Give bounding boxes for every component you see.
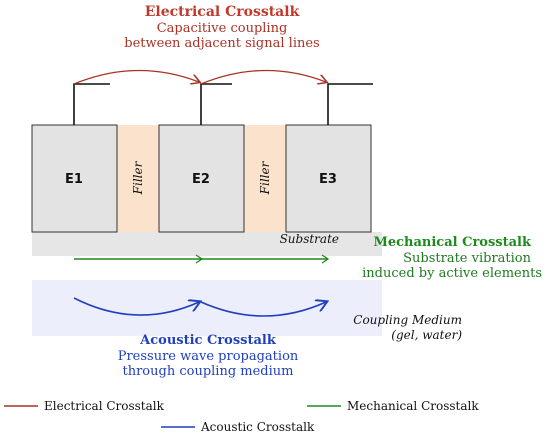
mechanical-arrow-end (321, 254, 330, 264)
acoustic-desc-line2: through coupling medium (123, 364, 294, 379)
filler-1 (117, 125, 159, 232)
filler-label-1: Filler (131, 160, 145, 195)
electrical-desc-line1: Capacitive coupling (157, 21, 288, 36)
legend-electrical-label: Electrical Crosstalk (44, 399, 165, 413)
element-e2 (158, 124, 245, 233)
element-e2-label: E2 (192, 172, 210, 187)
coupling-medium-band (32, 280, 382, 336)
acoustic-arrow-2 (200, 302, 326, 317)
electrical-arrow-2 (200, 69, 326, 84)
electrical-desc-line2: between adjacent signal lines (124, 36, 319, 51)
element-e3-label: E3 (319, 172, 337, 187)
coupling-medium-label: Coupling Medium (353, 313, 462, 327)
substrate-band (32, 232, 382, 256)
element-e3 (285, 124, 372, 233)
mechanical-title: Mechanical Crosstalk (373, 235, 532, 250)
legend: Electrical Crosstalk Mechanical Crosstal… (4, 399, 479, 434)
signal-line-e3 (327, 83, 373, 125)
signal-line-e1 (73, 83, 110, 125)
electrical-title: Electrical Crosstalk (145, 4, 300, 20)
legend-acoustic-label: Acoustic Crosstalk (200, 420, 315, 434)
element-e1-label: E1 (65, 172, 83, 187)
mechanical-desc-line1: Substrate vibration (403, 251, 532, 266)
acoustic-title: Acoustic Crosstalk (139, 333, 277, 348)
filler-2 (244, 125, 286, 232)
substrate-label: Substrate (280, 232, 339, 246)
element-e1 (31, 124, 118, 233)
mechanical-desc-line2: induced by active elements (362, 266, 542, 281)
acoustic-desc-line1: Pressure wave propagation (118, 349, 299, 364)
legend-mechanical-label: Mechanical Crosstalk (347, 399, 479, 413)
coupling-medium-sublabel: (gel, water) (391, 328, 462, 342)
signal-line-e2 (200, 83, 232, 125)
electrical-arrow-1 (73, 69, 199, 84)
filler-label-2: Filler (258, 160, 272, 195)
acoustic-arrow-1 (73, 297, 199, 316)
mechanical-arrow-mid (195, 254, 204, 264)
